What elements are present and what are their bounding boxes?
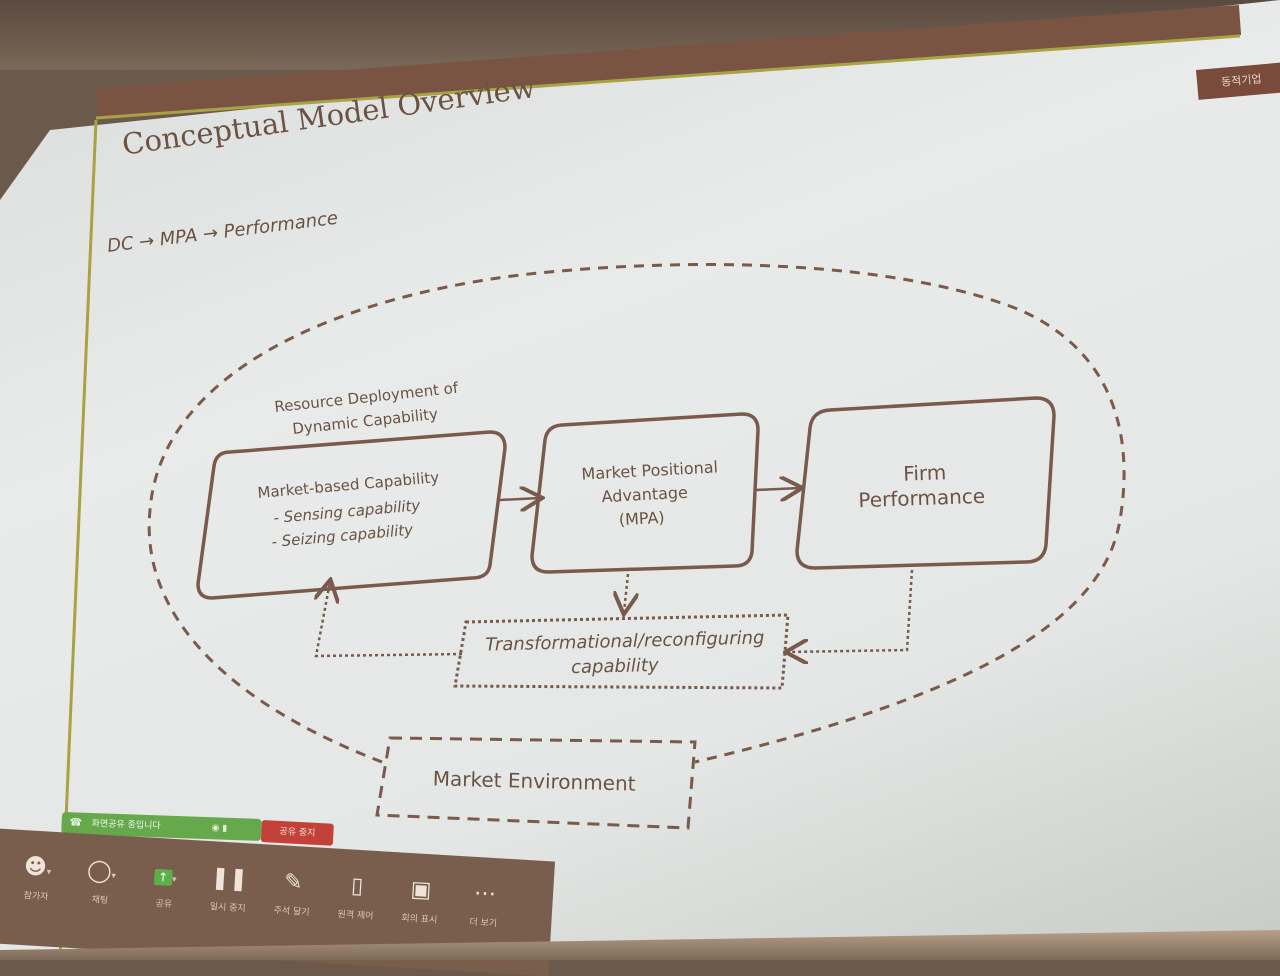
chat-button[interactable]: ◯▾ 채팅 xyxy=(67,853,135,927)
performance-box xyxy=(795,396,1056,570)
arrow-mpa-to-performance xyxy=(755,488,800,490)
show-meeting-button[interactable]: ▣ 회의 표시 xyxy=(386,872,454,946)
pause-label: 일시 중지 xyxy=(209,902,246,915)
pause-icon: ❚❚ xyxy=(210,865,249,893)
arrow-transform-to-capability xyxy=(316,582,463,658)
mic-icon: ◉ ▮ xyxy=(211,823,228,834)
participants-button[interactable]: ☻▾ 참가자 xyxy=(3,849,71,923)
annotate-icon: ✎ xyxy=(283,869,304,896)
annotate-button[interactable]: ✎ 주석 달기 xyxy=(258,864,326,938)
pause-button[interactable]: ❚❚ 일시 중지 xyxy=(194,860,262,934)
mpa-line1: Market Positional xyxy=(581,457,718,483)
show-meeting-label: 회의 표시 xyxy=(401,913,438,926)
mpa-box xyxy=(530,412,760,574)
annotate-label: 주석 달기 xyxy=(273,905,310,919)
stop-share-label: 공유 중지 xyxy=(279,826,316,839)
share-button[interactable]: ↑▾ 공유 xyxy=(130,857,198,931)
mpa-line3: (MPA) xyxy=(618,508,665,529)
remote-control-button[interactable]: ▯ 원격 제어 xyxy=(322,868,390,942)
remote-control-label: 원격 제어 xyxy=(337,909,374,922)
transform-line1: Transformational/reconfiguring xyxy=(485,627,765,655)
mpa-line2: Advantage xyxy=(601,483,688,506)
arrow-capability-to-mpa xyxy=(499,498,540,500)
more-icon: ⋯ xyxy=(473,880,497,908)
show-meeting-icon: ▣ xyxy=(409,877,433,904)
participants-label: 참가자 xyxy=(23,891,49,903)
participants-icon: ☻▾ xyxy=(23,854,52,881)
outer-dashed-ellipse xyxy=(147,263,1126,764)
transform-line2: capability xyxy=(571,655,659,678)
performance-line2: Performance xyxy=(858,484,986,512)
share-label: 공유 xyxy=(155,898,173,910)
environment-box xyxy=(375,736,697,830)
environment-label: Market Environment xyxy=(432,766,636,795)
arrow-performance-to-transform xyxy=(788,569,914,652)
phone-icon: ☎ xyxy=(69,817,83,829)
remote-control-icon: ▯ xyxy=(350,873,364,900)
performance-line1: Firm xyxy=(903,460,947,485)
capability-box xyxy=(196,430,507,600)
more-label: 더 보기 xyxy=(469,917,498,930)
share-icon: ↑▾ xyxy=(133,857,199,895)
more-button[interactable]: ⋯ 더 보기 xyxy=(450,876,518,950)
arrow-mpa-to-transform xyxy=(624,573,628,612)
chat-icon: ◯▾ xyxy=(86,857,117,885)
chat-label: 채팅 xyxy=(91,895,109,907)
stop-share-button[interactable]: 공유 중지 xyxy=(260,820,334,846)
share-status-text: 화면공유 중입니다 xyxy=(91,819,161,832)
